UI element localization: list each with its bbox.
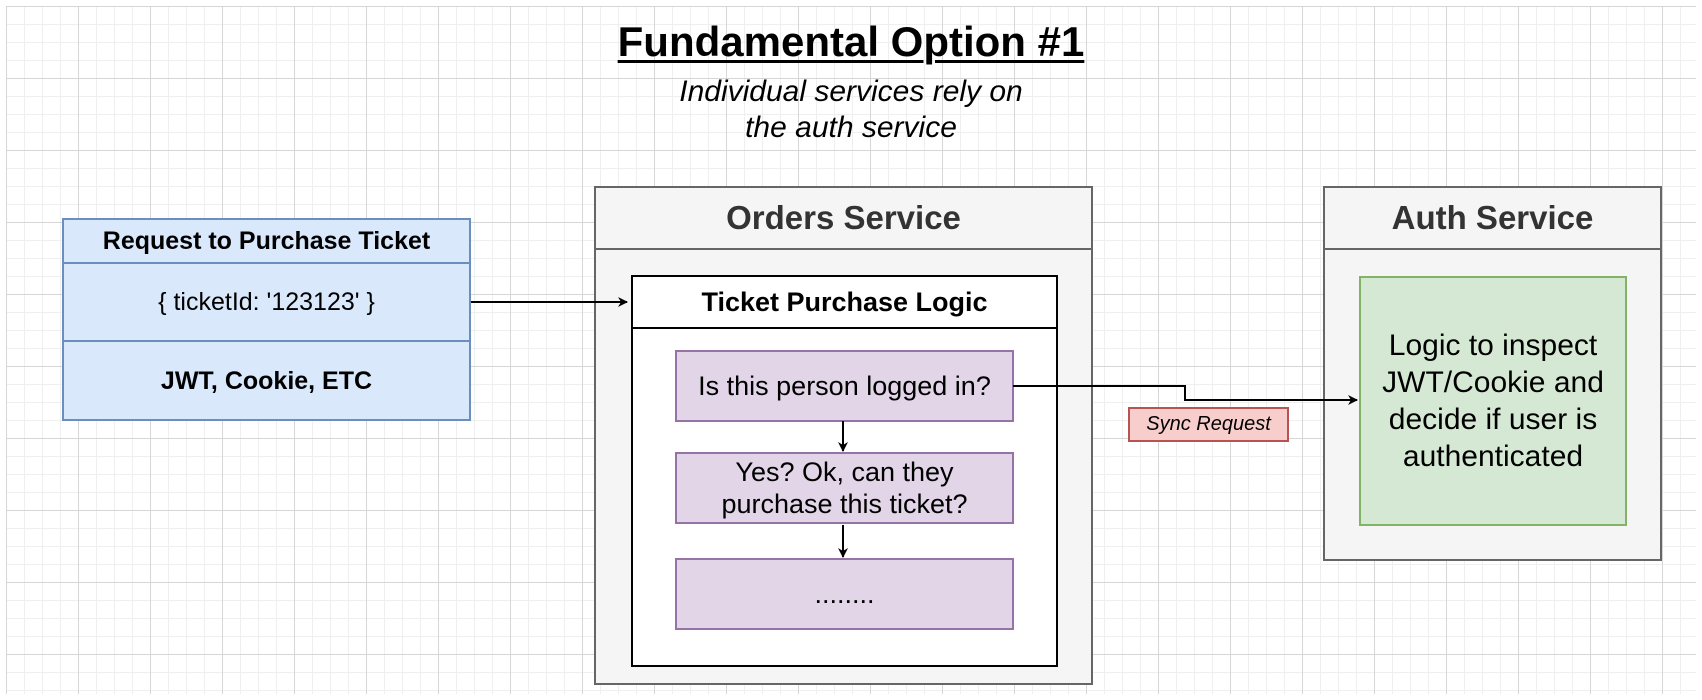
auth-logic: Logic to inspect JWT/Cookie and decide i… (1359, 276, 1627, 526)
request-card: Request to Purchase Ticket { ticketId: '… (62, 218, 471, 421)
subtitle-line-1: Individual services rely on (679, 75, 1023, 108)
request-header: Request to Purchase Ticket (64, 220, 469, 264)
ticket-purchase-logic: Ticket Purchase Logic Is this person log… (631, 275, 1058, 667)
request-body: { ticketId: '123123' } (64, 264, 469, 342)
step-can-purchase: Yes? Ok, can they purchase this ticket? (675, 452, 1014, 524)
auth-service-title: Auth Service (1325, 188, 1660, 250)
sync-request-label: Sync Request (1128, 407, 1289, 442)
sync-request-arrow (1013, 385, 1358, 405)
diagram-title: Fundamental Option #1 (617, 18, 1085, 65)
request-footer: JWT, Cookie, ETC (160, 367, 373, 395)
diagram-subtitle: Individual services rely on the auth ser… (551, 74, 1151, 146)
auth-service: Auth Service Logic to inspect JWT/Cookie… (1323, 186, 1662, 561)
step-ellipsis: ........ (675, 558, 1014, 630)
step-logged-in: Is this person logged in? (675, 350, 1014, 422)
orders-service-title: Orders Service (596, 188, 1091, 250)
ticket-purchase-logic-title: Ticket Purchase Logic (633, 277, 1056, 329)
subtitle-line-2: the auth service (745, 111, 957, 144)
